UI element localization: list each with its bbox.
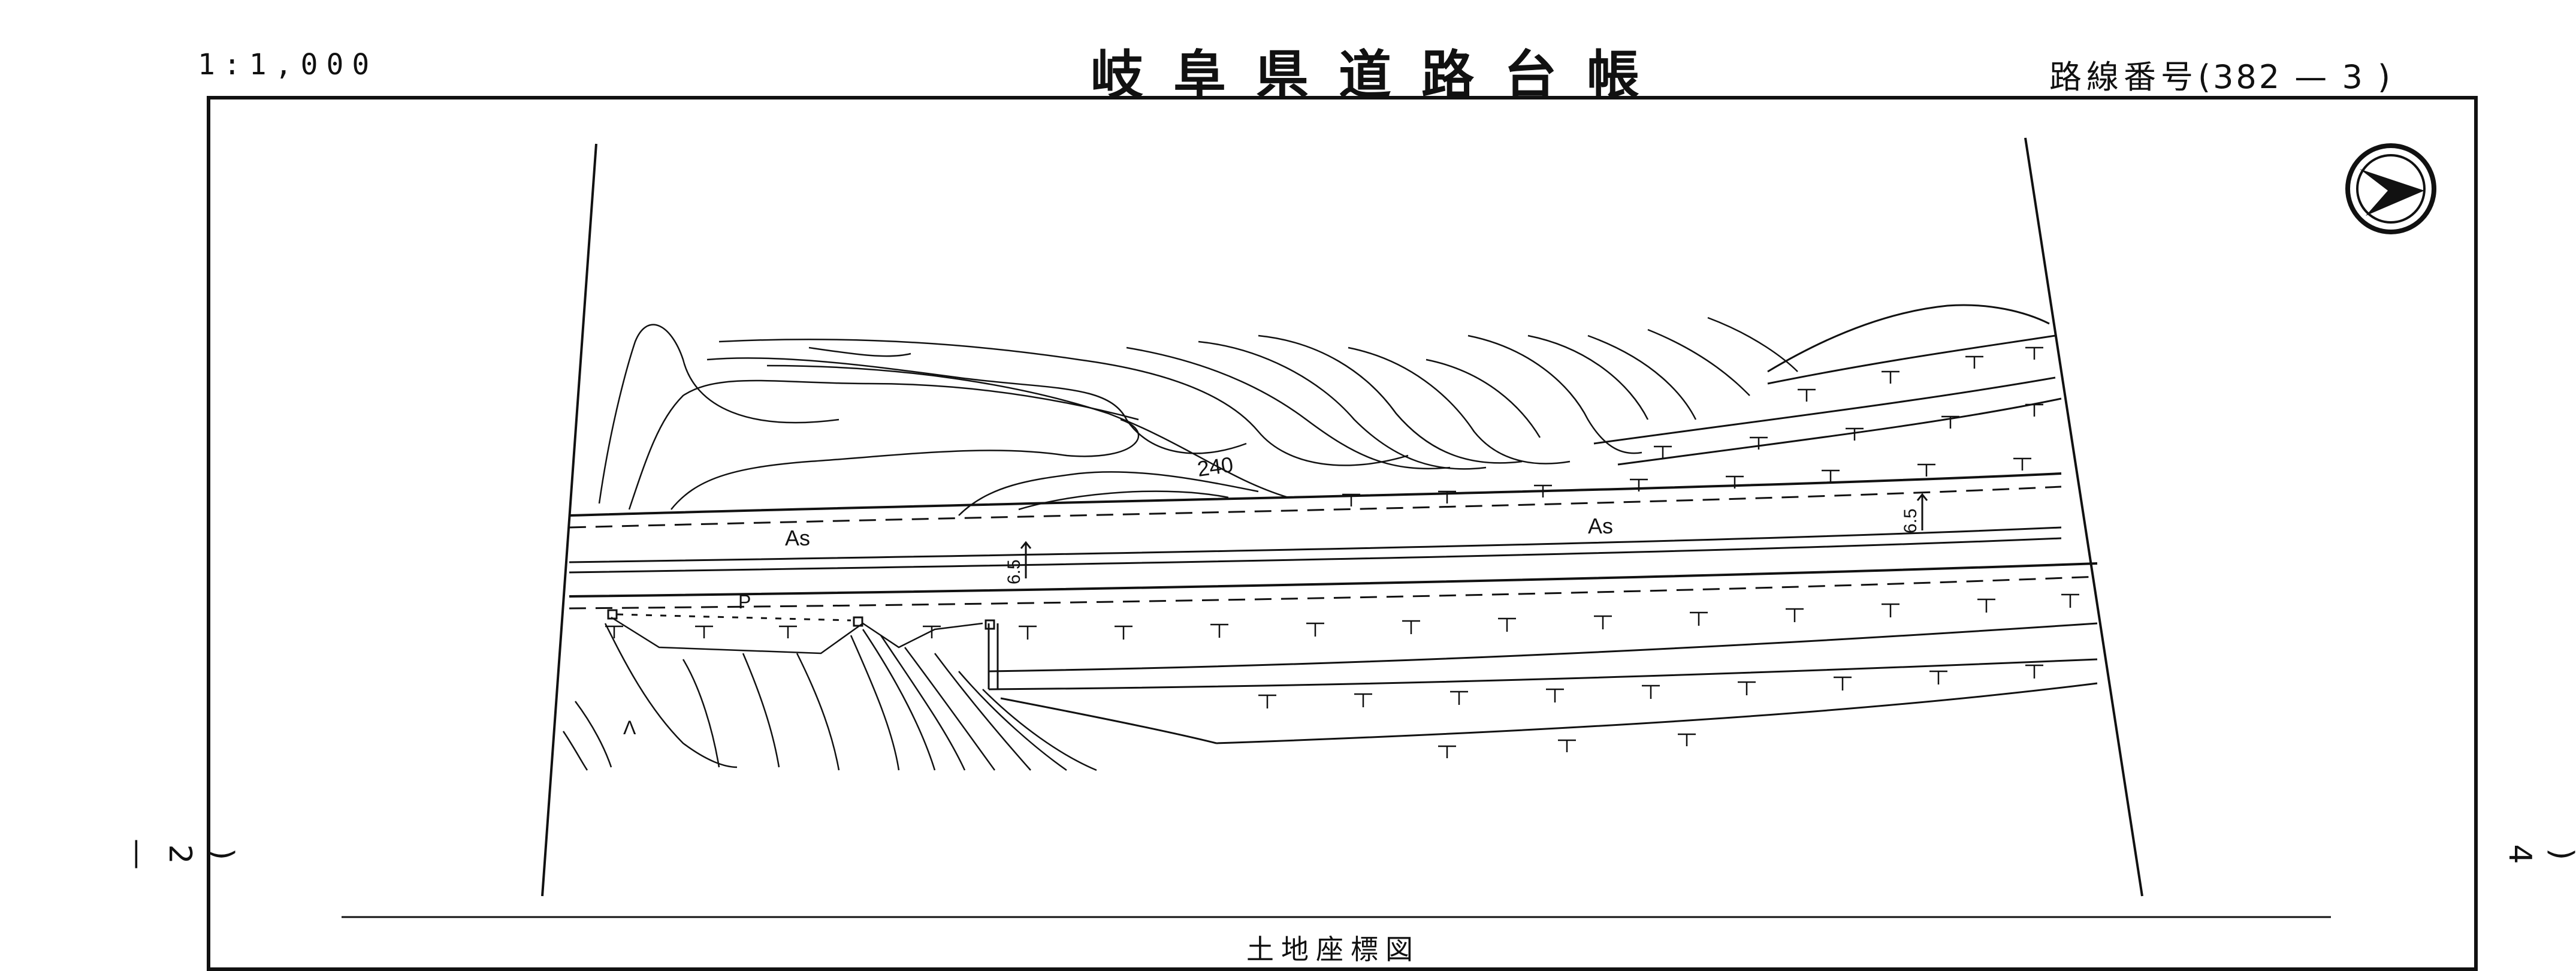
contour-elevation-label: 240 bbox=[1195, 452, 1234, 481]
sheet-boundary-right bbox=[2024, 137, 2143, 897]
carriageway-lines bbox=[569, 486, 2098, 610]
surface-label-left: As bbox=[785, 526, 810, 550]
north-arrow-icon bbox=[2345, 143, 2436, 234]
route-number-value: (382 — 3 ) bbox=[2198, 58, 2393, 96]
scale-label: 1:1,000 bbox=[198, 48, 378, 82]
lower-contour-lines bbox=[562, 616, 1097, 771]
route-number-label: 路線番号 bbox=[2049, 58, 2198, 96]
upper-slope-lines bbox=[1593, 304, 2062, 466]
road-edges bbox=[569, 472, 2098, 598]
ledger-title: 岐阜県道路台帳 bbox=[1091, 44, 1670, 106]
road-width-label-left: 6.5 bbox=[1004, 559, 1024, 584]
slope-hachures bbox=[605, 346, 2079, 758]
mark-p-label: P bbox=[738, 591, 751, 613]
road-plan-map: As As 240 P Λ 6.5 6.5 bbox=[342, 137, 2436, 918]
road-width-arrows bbox=[1020, 493, 1928, 578]
surface-label-right: As bbox=[1588, 514, 1613, 538]
road-width-label-right: 6.5 bbox=[1901, 508, 1920, 533]
contour-lines bbox=[598, 316, 1798, 516]
route-number: 路線番号(382 — 3 ) bbox=[2049, 50, 2393, 98]
map-caption: 土地座標図 bbox=[1246, 933, 1420, 966]
lower-slope-lines bbox=[987, 622, 2098, 744]
guard-rail-markers bbox=[607, 609, 995, 630]
mark-a-label: Λ bbox=[623, 717, 636, 738]
sheet-boundary-left bbox=[541, 143, 597, 897]
